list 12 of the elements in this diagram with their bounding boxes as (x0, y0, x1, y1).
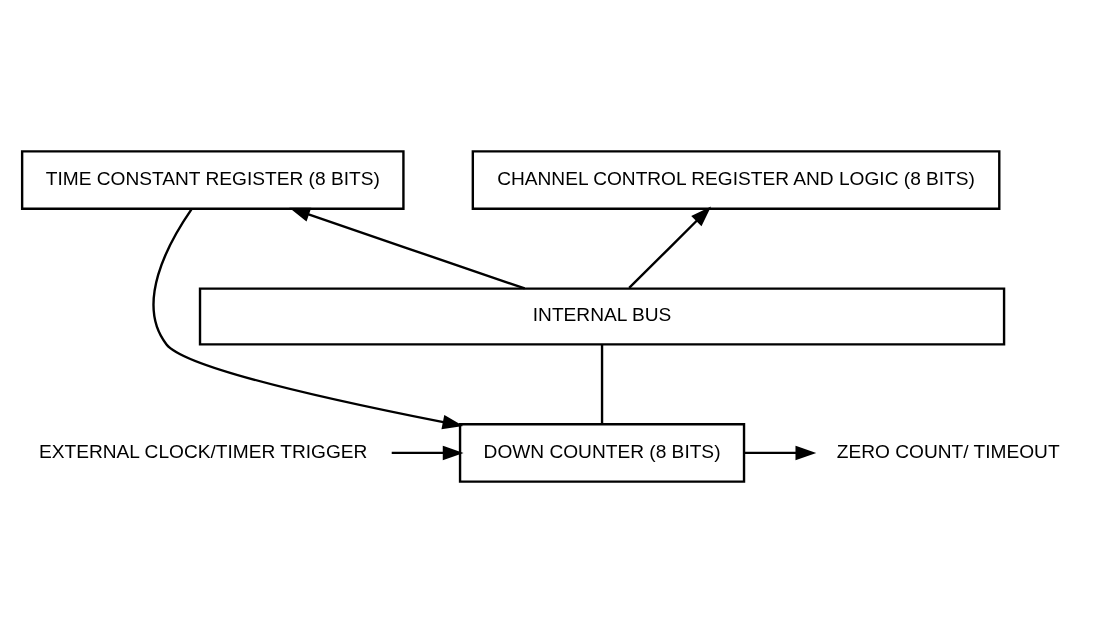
arrow (628, 206, 712, 289)
node-box: CHANNEL CONTROL REGISTER AND LOGIC (8 BITS) (471, 150, 1001, 210)
node-box: TIME CONSTANT REGISTER (8 BITS) (20, 150, 405, 210)
node-text: ZERO COUNT/ TIMEOUT (836, 440, 1060, 462)
node-box: DOWN COUNTER (8 BITS) (458, 423, 746, 483)
node-text: EXTERNAL CLOCK/TIMER TRIGGER (39, 440, 368, 462)
arrow (744, 445, 817, 461)
arrow (391, 445, 464, 461)
node-box: INTERNAL BUS (198, 287, 1006, 346)
arrow (152, 208, 464, 430)
arrow (289, 207, 526, 290)
connector (600, 344, 604, 424)
